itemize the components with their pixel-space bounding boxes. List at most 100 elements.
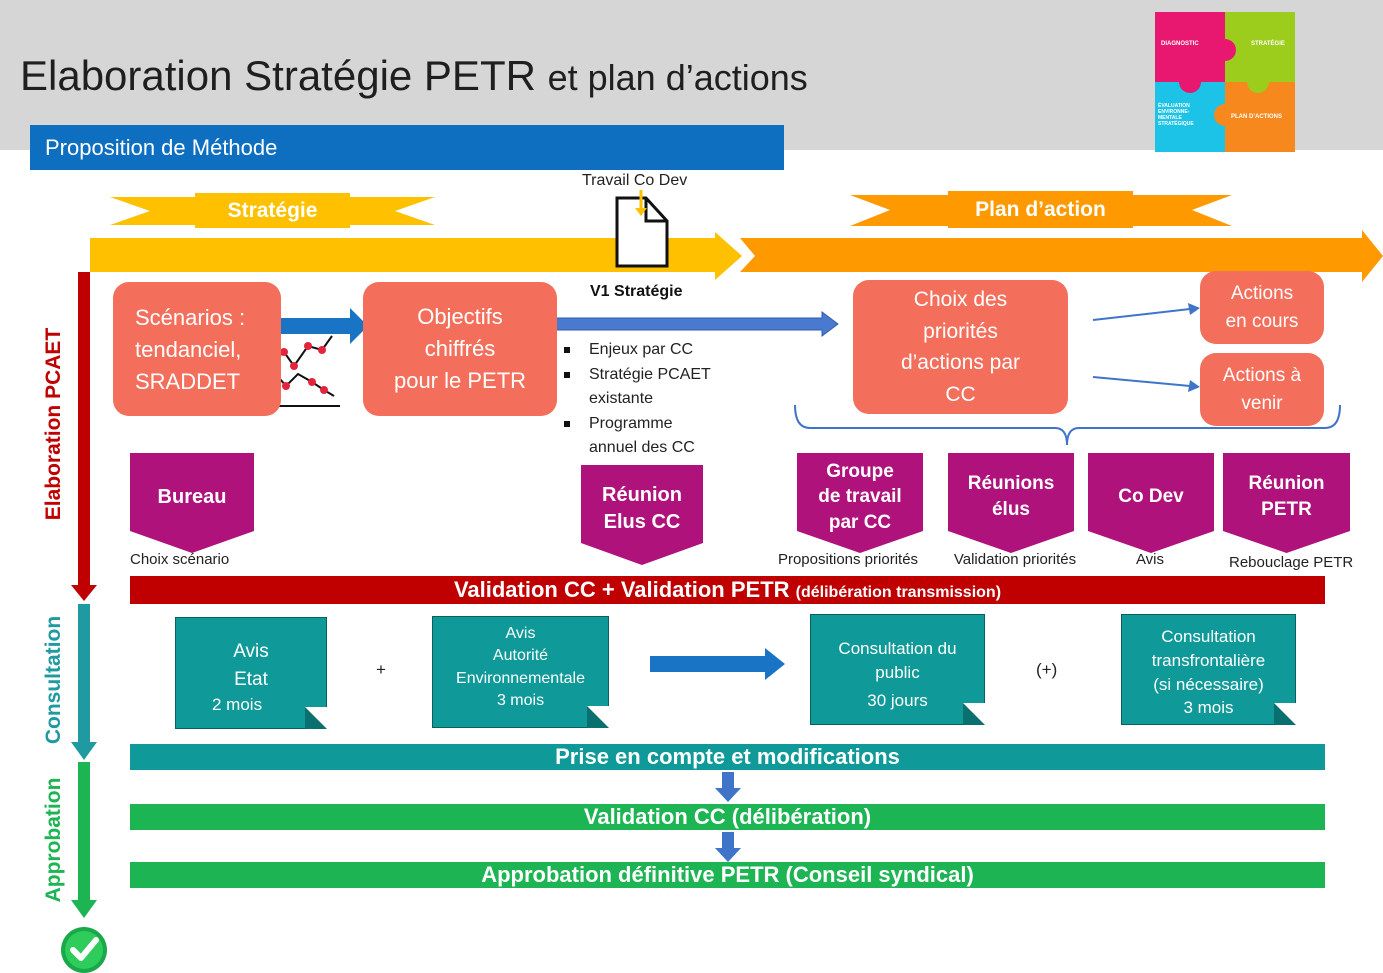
arrow-scenarios-objectifs — [276, 308, 368, 344]
meeting-petr-label-1: Réunion — [1248, 473, 1325, 495]
meeting-bureau-label: Bureau — [157, 485, 227, 508]
card-transfrontaliere-line-3: (si nécessaire) — [1153, 674, 1264, 694]
objectifs-line-2: chiffrés — [424, 336, 496, 362]
actions-a-venir-line-1: Actions à — [1222, 364, 1302, 386]
v1-strategie: V1 Stratégie — [590, 283, 683, 300]
card-public-duration: 30 jours — [867, 690, 928, 710]
card-autorite-line-2: Autorité — [492, 647, 549, 665]
step-actions-en-cours: Actions en cours — [1200, 271, 1324, 344]
meeting-codev-label: Co Dev — [1118, 486, 1184, 508]
actions-en-cours-line-1: Actions — [1230, 282, 1294, 304]
objectifs-line-1: Objectifs — [417, 304, 503, 330]
page-curl-icon — [305, 707, 327, 729]
choix-line-3: d’actions par — [900, 351, 1021, 374]
card-avis-etat-line-1: Avis — [233, 641, 269, 662]
caption-reunions: Validation priorités — [953, 551, 1077, 568]
caption-bureau: Choix scénario — [130, 551, 230, 568]
travail-co-dev: Travail Co Dev — [582, 172, 688, 189]
bullet-item: Stratégie PCAET existante — [562, 363, 729, 412]
card-public-line-2: public — [875, 662, 920, 682]
meeting-reunions-label-1: Réunions — [967, 473, 1055, 495]
meeting-groupe-label-3: par CC — [828, 511, 892, 533]
bullet-item: Programme annuel des CC — [562, 412, 699, 461]
card-autorite-line-1: Avis — [505, 625, 536, 642]
bullet-list: Enjeux par CC Stratégie PCAET existante … — [562, 338, 729, 461]
card-public: Consultation du public 30 jours — [810, 614, 985, 725]
page-title: Elaboration Stratégie PETR et plan d’act… — [20, 52, 808, 100]
brace — [794, 404, 1341, 446]
choix-line-1: Choix des — [913, 288, 1008, 311]
side-label-elaboration: Elaboration PCAET — [42, 327, 65, 521]
plan-arrow — [740, 230, 1383, 282]
page-curl-icon — [963, 703, 985, 725]
card-transfrontaliere-line-2: transfrontalière — [1151, 650, 1266, 670]
arrow-objectifs-choix — [547, 311, 839, 337]
meeting-reunion-petr: Réunion PETR — [1223, 453, 1350, 553]
puzzle-logo: DIAGNOSTIC STRATÉGIE ÉVALUATION ENVIRONN… — [1155, 12, 1295, 152]
meeting-reunion-elus-label-1: Réunion — [602, 484, 682, 506]
check-icon — [61, 927, 107, 973]
side-arrow-green — [71, 900, 97, 918]
meeting-bureau: Bureau — [130, 453, 254, 553]
meeting-reunion-elus: Réunion Elus CC — [581, 465, 703, 565]
strategie-ribbon-left — [110, 197, 195, 225]
meeting-reunions-elus: Réunions élus — [948, 453, 1074, 553]
page-curl-icon — [1274, 703, 1296, 725]
actions-a-venir-line-2: venir — [1241, 392, 1283, 414]
band-validation-cc: Validation CC (délibération) — [130, 804, 1325, 830]
meeting-reunion-elus-label-2: Elus CC — [603, 511, 681, 533]
card-avis-etat-duration: 2 mois — [212, 695, 263, 715]
puzzle-plan: PLAN D’ACTIONS — [1231, 114, 1282, 120]
page-title-main: Elaboration Stratégie PETR — [20, 52, 536, 99]
step-scenarios: Scénarios : tendanciel, SRADDET — [113, 282, 281, 416]
meeting-groupe-label-2: de travail — [818, 486, 902, 508]
card-autorite-line-3: Environnementale — [456, 669, 585, 687]
card-autorite: Avis Autorité Environnementale 3 mois — [432, 616, 609, 728]
caption-petr: Rebouclage PETR — [1229, 554, 1354, 571]
card-transfrontaliere-duration: 3 mois — [1183, 698, 1234, 718]
objectifs-line-3: pour le PETR — [393, 367, 527, 393]
band-validation: Validation CC + Validation PETR (délibér… — [130, 576, 1325, 604]
band-approbation: Approbation définitive PETR (Conseil syn… — [130, 862, 1325, 888]
meeting-co-dev: Co Dev — [1088, 453, 1214, 553]
operator-plus: + — [376, 660, 386, 679]
strategie-arrow — [90, 232, 742, 280]
puzzle-eval-1: ÉVALUATION — [1158, 101, 1190, 109]
arrow-consultation — [650, 648, 785, 680]
meeting-groupe-label-1: Groupe — [826, 460, 894, 482]
plan-ribbon-left — [850, 195, 948, 226]
puzzle-diagnostic: DIAGNOSTIC — [1161, 41, 1199, 47]
side-arrow-teal — [71, 742, 97, 760]
step-objectifs: Objectifs chiffrés pour le PETR — [363, 282, 557, 416]
puzzle-icon: DIAGNOSTIC STRATÉGIE ÉVALUATION ENVIRONN… — [1155, 12, 1295, 152]
step-actions-a-venir: Actions à venir — [1200, 353, 1324, 426]
card-avis-etat: Avis Etat 2 mois — [175, 617, 327, 729]
band-validation-main: Validation CC + Validation PETR — [453, 577, 790, 602]
caption-groupe: Propositions priorités — [777, 551, 919, 568]
strategie-label: Stratégie — [195, 193, 350, 228]
caption-codev: Avis — [1135, 551, 1165, 568]
puzzle-eval-2: ENVIRONNE- — [1158, 109, 1190, 115]
card-transfrontaliere: Consultation transfrontalière (si nécess… — [1121, 614, 1296, 725]
band-prise: Prise en compte et modifications — [130, 744, 1325, 770]
page-curl-icon — [587, 706, 609, 728]
down-arrow-1 — [715, 772, 741, 802]
step-choix: Choix des priorités d’actions par CC — [853, 280, 1068, 414]
card-transfrontaliere-line-1: Consultation — [1161, 627, 1256, 646]
choix-line-2: priorités — [923, 319, 998, 343]
plan-ribbon-right — [1133, 195, 1232, 226]
card-avis-etat-line-2: Etat — [234, 668, 268, 690]
side-label-approbation: Approbation — [42, 777, 65, 903]
actions-en-cours-line-2: en cours — [1225, 310, 1299, 332]
operator-plus-paren: (+) — [1036, 660, 1058, 679]
scenarios-line-3: SRADDET — [135, 368, 241, 394]
meeting-reunions-label-2: élus — [991, 499, 1031, 520]
puzzle-eval-3: MENTALE — [1158, 115, 1182, 121]
card-public-line-1: Consultation du — [838, 639, 957, 658]
choix-line-4: CC — [945, 382, 976, 406]
meeting-petr-label-2: PETR — [1261, 499, 1312, 520]
subtitle-bar: Proposition de Méthode — [30, 125, 784, 170]
puzzle-strategie: STRATÉGIE — [1251, 39, 1285, 47]
plan-label: Plan d’action — [948, 191, 1133, 228]
scenarios-line-1: Scénarios : — [135, 305, 246, 330]
